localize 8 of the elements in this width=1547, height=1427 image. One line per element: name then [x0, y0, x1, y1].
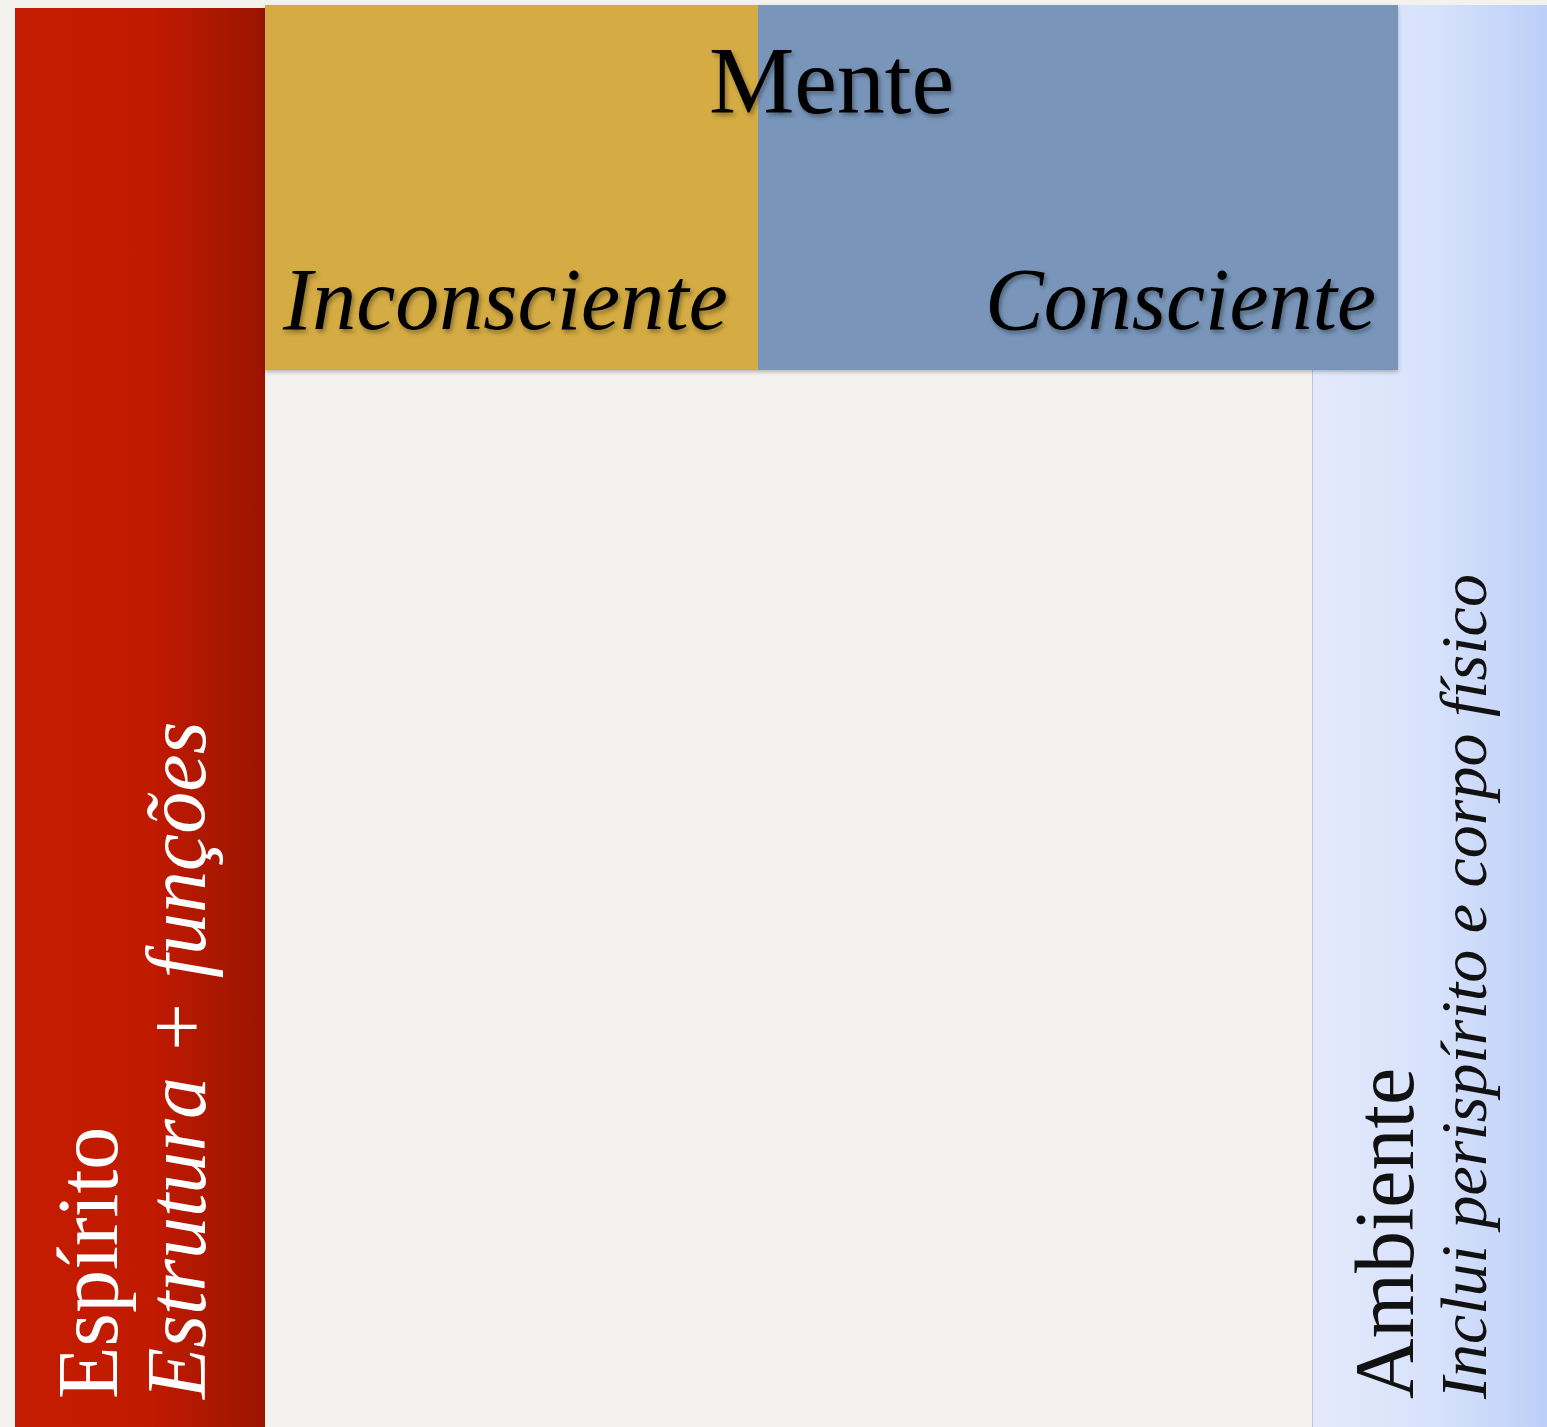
- panel-label: Inconsciente: [283, 256, 728, 344]
- band-title: Espírito: [43, 1125, 134, 1399]
- side-band: [15, 8, 265, 1427]
- heading-panel: [265, 5, 1398, 370]
- band-subtitle: Inclui perispírito e corpo físico: [1429, 573, 1499, 1399]
- conscious-panel: [758, 145, 1398, 370]
- panel-label: Consciente: [985, 256, 1376, 344]
- unconscious-panel: [265, 145, 758, 370]
